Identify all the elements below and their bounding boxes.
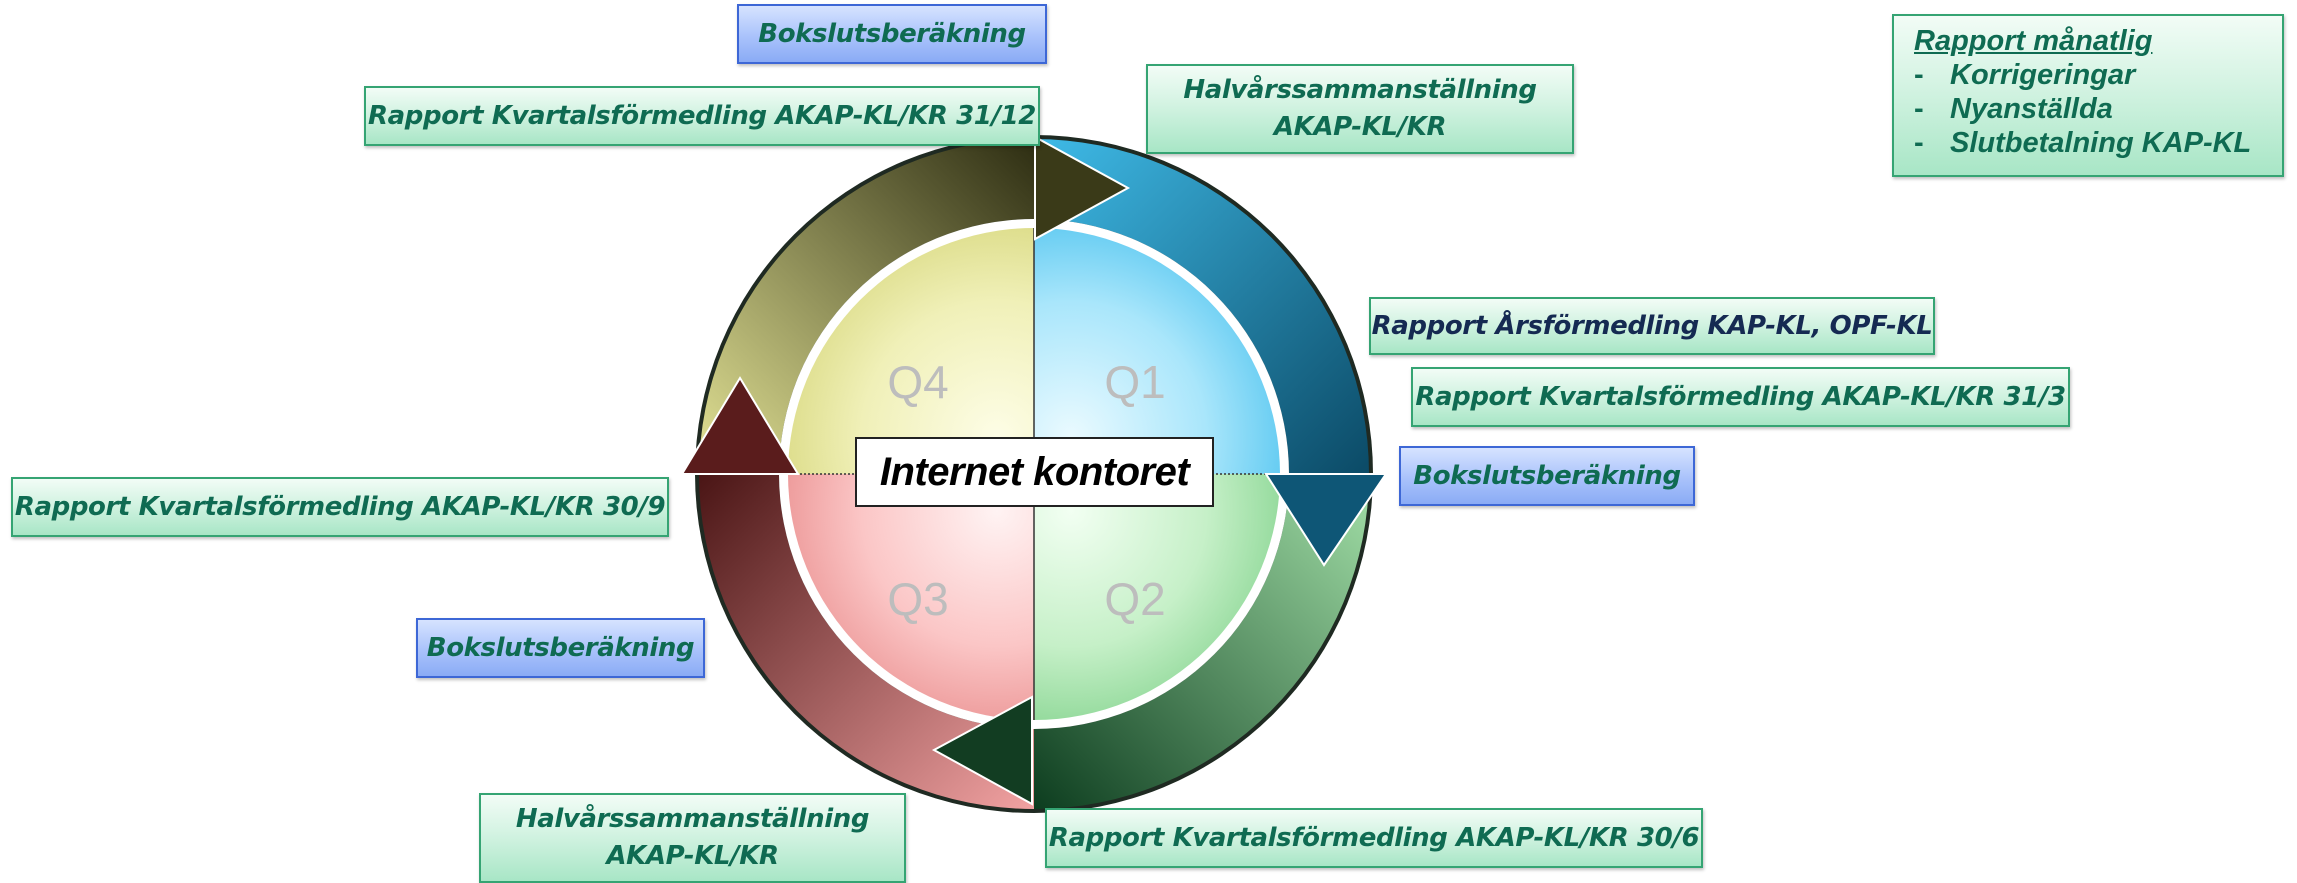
label-halvar-bottom-line2: AKAP-KL/KR <box>606 841 779 871</box>
disc-q3 <box>788 474 1034 720</box>
disc-q1 <box>1034 228 1280 474</box>
arrow-head-q3-to-q4 <box>680 376 800 475</box>
quarter-label-q3: Q3 <box>887 573 948 625</box>
list-item: -Nyanställda <box>1914 93 2113 125</box>
ring-q4 <box>699 139 1034 474</box>
ring-q1 <box>1034 139 1369 474</box>
list-item: -Slutbetalning KAP-KL <box>1914 127 2252 159</box>
quarter-label-q1: Q1 <box>1104 356 1165 408</box>
label-kvartal-309: Rapport Kvartalsförmedling AKAP-KL/KR 30… <box>11 477 669 537</box>
quarter-label-q2: Q2 <box>1104 573 1165 625</box>
label-arsformedling: Rapport Årsförmedling KAP-KL, OPF-KL <box>1369 297 1935 355</box>
label-halvar-bottom-line1: Halvårssammanställning <box>515 804 870 834</box>
monthly-report-box: Rapport månatlig -Korrigeringar -Nyanstä… <box>1892 14 2284 177</box>
center-label: Internet kontoret <box>855 437 1214 507</box>
ring-q2 <box>1034 474 1369 809</box>
arrow-head-q2-to-q3 <box>931 695 1033 806</box>
label-halvar-top: Halvårssammanställning AKAP-KL/KR <box>1146 64 1574 154</box>
label-top-bokslut: Bokslutsberäkning <box>737 4 1047 64</box>
disc-q4 <box>788 228 1034 474</box>
list-item: -Korrigeringar <box>1914 59 2136 91</box>
quarter-label-q4: Q4 <box>887 356 948 408</box>
arrow-head-q1-to-q2 <box>1264 473 1388 567</box>
label-kvartal-306: Rapport Kvartalsförmedling AKAP-KL/KR 30… <box>1045 808 1703 868</box>
monthly-item-text: Nyanställda <box>1950 93 2113 125</box>
label-left-bokslut: Bokslutsberäkning <box>416 618 705 678</box>
label-halvar-top-line1: Halvårssammanställning <box>1183 75 1537 105</box>
ring-q3 <box>699 474 1034 809</box>
monthly-report-title: Rapport månatlig <box>1914 25 2153 57</box>
disc-q2 <box>1034 474 1280 720</box>
label-kvartal-3112: Rapport Kvartalsförmedling AKAP-KL/KR 31… <box>364 86 1040 146</box>
label-kvartal-313: Rapport Kvartalsförmedling AKAP-KL/KR 31… <box>1411 367 2070 427</box>
label-right-bokslut: Bokslutsberäkning <box>1399 446 1695 506</box>
monthly-item-text: Korrigeringar <box>1950 59 2136 91</box>
monthly-item-text: Slutbetalning KAP-KL <box>1950 127 2252 159</box>
monthly-report-list: -Korrigeringar -Nyanställda -Slutbetalni… <box>1914 58 2262 160</box>
label-halvar-bottom: Halvårssammanställning AKAP-KL/KR <box>479 793 906 883</box>
label-halvar-top-line2: AKAP-KL/KR <box>1273 112 1447 142</box>
arrow-head-q4-to-q1 <box>1034 135 1131 241</box>
